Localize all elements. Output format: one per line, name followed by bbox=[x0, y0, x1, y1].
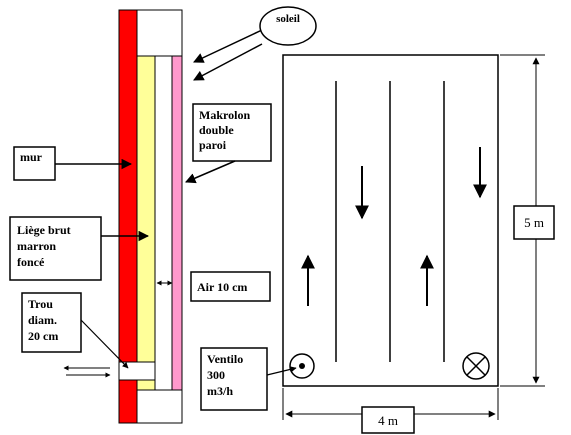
trou-arrow bbox=[80, 319, 129, 369]
sun-label: soleil bbox=[276, 13, 300, 25]
air-box bbox=[190, 271, 271, 302]
ventilo-label: Ventilo 300 m3/h bbox=[207, 352, 246, 398]
makrolon-label: Makrolon double paroi bbox=[199, 108, 253, 152]
liege-label: Liège brut marron foncé bbox=[17, 223, 74, 269]
top-cap bbox=[136, 9, 183, 57]
mur-label: mur bbox=[20, 150, 43, 164]
sun-bubble bbox=[259, 6, 317, 46]
trou-box bbox=[21, 292, 82, 353]
air-label: Air 10 cm bbox=[197, 280, 247, 294]
collector-front-view bbox=[282, 54, 499, 387]
cork-layer bbox=[136, 55, 156, 391]
wall-section bbox=[118, 9, 183, 424]
makrolon-arrow bbox=[185, 160, 236, 184]
makrolon-box bbox=[192, 103, 272, 162]
liege-box bbox=[9, 216, 102, 281]
height-label: 5 m bbox=[524, 215, 544, 230]
air-gap bbox=[154, 55, 173, 391]
dot-circle-icon bbox=[289, 353, 315, 379]
ventilo-arrow bbox=[266, 366, 297, 376]
trou-label: Trou diam. 20 cm bbox=[28, 297, 60, 343]
ventilo-box bbox=[200, 347, 268, 411]
sun-ray-arrow bbox=[193, 43, 263, 81]
sun-ray-arrow bbox=[193, 29, 263, 63]
height-label-box bbox=[513, 205, 555, 240]
width-label: 4 m bbox=[378, 413, 398, 428]
width-label-box bbox=[361, 406, 415, 434]
bottom-cap bbox=[136, 389, 183, 424]
makrolon-layer bbox=[171, 55, 183, 391]
crossed-circle-icon bbox=[462, 352, 490, 380]
